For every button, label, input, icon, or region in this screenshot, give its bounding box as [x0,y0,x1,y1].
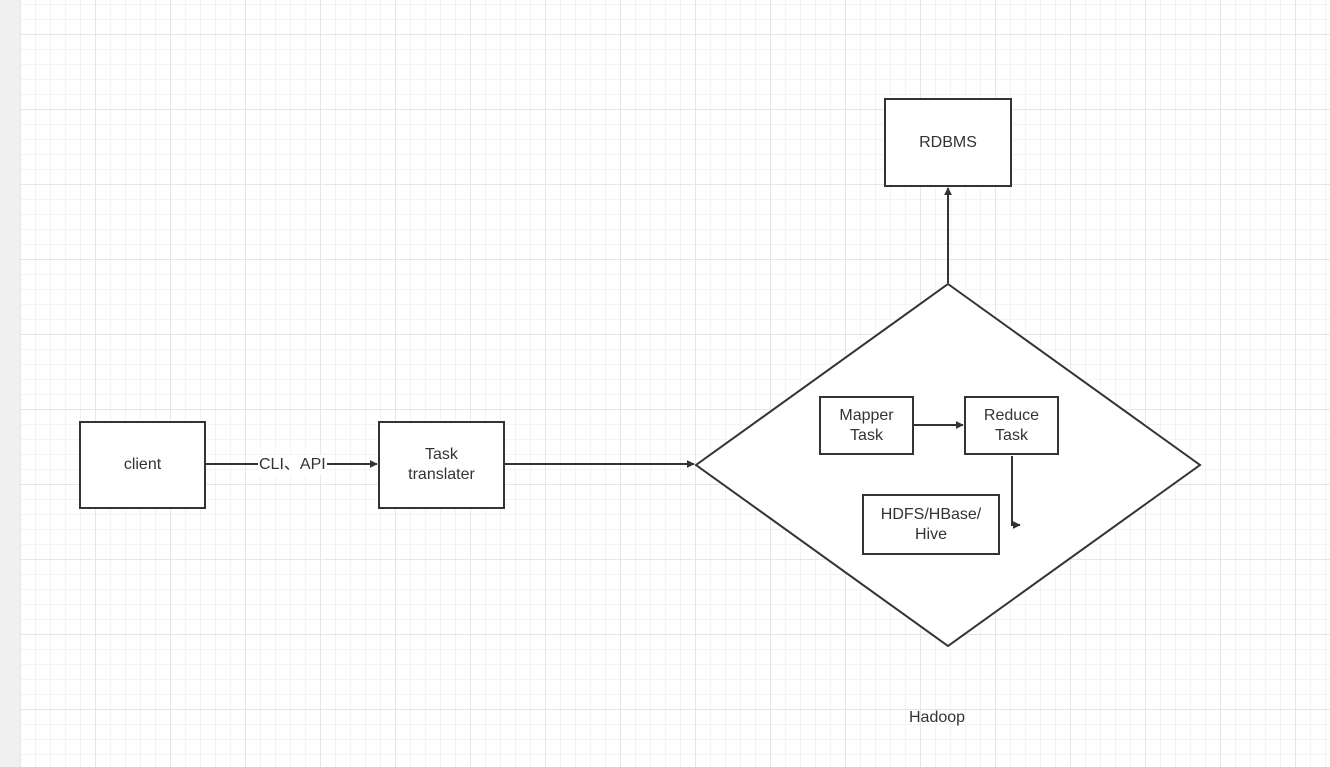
rdbms-node-label: RDBMS [919,133,977,151]
hadoop-label: Hadoop [909,709,966,726]
rdbms-node[interactable]: RDBMS [884,98,1012,187]
edge-reduce-to-storage [1011,456,1021,529]
reduce-task-node-label: Reduce Task [983,406,1040,444]
client-node[interactable]: client [79,421,206,509]
storage-node[interactable]: HDFS/HBase/ Hive [862,494,1000,555]
client-node-label: client [123,456,162,473]
task-translater-node[interactable]: Task translater [378,421,505,509]
hadoop-diamond [694,282,1202,648]
reduce-task-node[interactable]: Reduce Task [964,396,1059,455]
task-translater-node-label: Task translater [408,446,475,483]
storage-node-label: HDFS/HBase/ Hive [880,505,982,543]
diagram-canvas [20,0,1330,767]
mapper-task-node-label: Mapper Task [839,406,894,444]
edge-label-cli-api: CLI、API [258,455,327,475]
mapper-task-node[interactable]: Mapper Task [819,396,914,455]
